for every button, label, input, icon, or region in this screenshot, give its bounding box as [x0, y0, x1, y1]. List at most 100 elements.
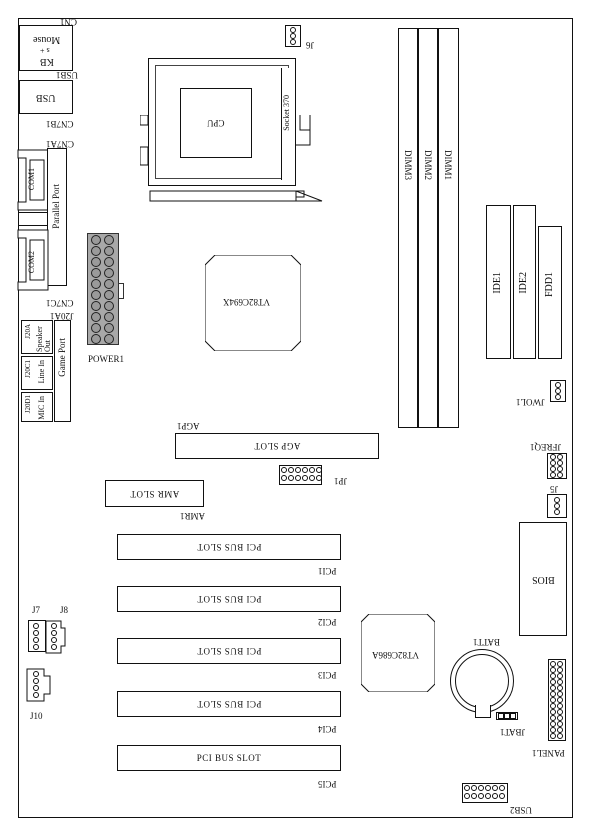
power1-pin: [91, 257, 101, 267]
jp1-pin: [295, 467, 301, 473]
j10-pin: [33, 671, 39, 677]
jbat1-jumper: [496, 712, 518, 720]
j8-label: J8: [60, 605, 69, 615]
panel1-pin: [550, 697, 556, 703]
socket-lever: [140, 115, 323, 202]
cn7c1-label: CN7C1: [46, 298, 74, 308]
j20a1-label: J20A1: [50, 311, 74, 321]
power1-pin: [91, 235, 101, 245]
dimm3-label: DIMM3: [403, 150, 413, 181]
pci5-label: PCI5: [318, 779, 337, 789]
pci4-label: PCI4: [318, 724, 337, 734]
jbat1-pin: [510, 713, 516, 719]
j6-pin: [290, 27, 296, 33]
power1-pin: [104, 301, 114, 311]
usb2-pin: [499, 785, 505, 791]
pci1-slot: PCI BUS SLOT: [117, 534, 341, 560]
agp1-label: AGP1: [177, 421, 200, 431]
power1-pin: [91, 301, 101, 311]
kb-label: KB: [40, 56, 54, 67]
panel1-pin: [557, 661, 563, 667]
panel1-pin: [550, 667, 556, 673]
power1-pins: [87, 233, 119, 345]
usb2-pin: [471, 793, 477, 799]
jp1-pin: [302, 475, 308, 481]
jp1-pin: [302, 467, 308, 473]
jfreq1-label: JFREQ1: [530, 442, 562, 452]
panel1-pin: [550, 727, 556, 733]
speaker-top-label: J20A: [24, 324, 32, 339]
usb2-pin: [464, 785, 470, 791]
usb2-pin: [492, 793, 498, 799]
j6-label: J6: [306, 40, 315, 50]
usb-label: USB: [36, 91, 56, 103]
com2-label: COM2: [27, 251, 36, 274]
j5-pin: [554, 509, 560, 515]
com2-connector: [17, 229, 49, 291]
panel1-pin: [557, 733, 563, 739]
usb2-pin: [492, 785, 498, 791]
jp1-pins: [279, 465, 322, 485]
dimm2-slot: [418, 28, 438, 428]
jfreq1-pin: [550, 472, 556, 478]
panel1-pin: [557, 709, 563, 715]
power1-pin: [91, 268, 101, 278]
jp1-pin: [288, 467, 294, 473]
game-port-label: Game Port: [57, 338, 67, 377]
usb2-pin: [485, 785, 491, 791]
jp1-pin: [309, 475, 315, 481]
panel1-pin: [557, 727, 563, 733]
parallel-port: [47, 148, 67, 286]
battery-clip: [475, 705, 491, 718]
usb2-pin: [478, 785, 484, 791]
jfreq1-pin: [557, 472, 563, 478]
parallel-divider: [18, 212, 48, 226]
jfreq1-pins: [547, 453, 567, 479]
pci2-slot: PCI BUS SLOT: [117, 586, 341, 612]
cn7b1-label: CN7B1: [46, 119, 74, 129]
panel1-pin: [557, 667, 563, 673]
cn1-label: CN1: [60, 17, 78, 27]
jp1-pin: [309, 467, 315, 473]
pci1-slot-label: PCI BUS SLOT: [196, 542, 262, 552]
j8-pin: [51, 623, 57, 629]
power1-pin: [104, 268, 114, 278]
ide2-label: IDE2: [518, 272, 529, 294]
panel1-pin: [557, 703, 563, 709]
panel1-pin: [557, 679, 563, 685]
usb2-pin: [478, 793, 484, 799]
j6-pin: [290, 39, 296, 45]
jfreq1-pin: [550, 460, 556, 466]
panel1-pin: [550, 679, 556, 685]
jwol1-pin: [555, 394, 561, 400]
amr-slot: AMR SLOT: [105, 480, 204, 507]
panel1-pin: [557, 691, 563, 697]
j10-pin: [33, 678, 39, 684]
jbat1-label: JBAT1: [500, 727, 526, 737]
pci3-slot-label: PCI BUS SLOT: [196, 646, 262, 656]
pci5-slot-label: PCI BUS SLOT: [196, 753, 262, 763]
jwol1-pin: [555, 382, 561, 388]
jfreq1-pin: [557, 460, 563, 466]
mic-in-jack: [21, 392, 53, 422]
usb1-connector: USB: [19, 80, 73, 114]
vt82c686a-label: VT82C686A: [372, 650, 419, 660]
vt82c686a-chip: [361, 614, 435, 692]
power1-pin: [104, 279, 114, 289]
j10-connector: [26, 668, 51, 702]
pci2-label: PCI2: [318, 617, 337, 627]
power1-pin: [104, 246, 114, 256]
power1-pin: [91, 323, 101, 333]
usb1-label: USB1: [56, 70, 79, 80]
speaker-out-label: Speaker Out: [35, 326, 52, 352]
parallel-port-label: Parallel Port: [51, 184, 61, 229]
usb2-pin: [471, 785, 477, 791]
jfreq1-pin: [550, 466, 556, 472]
power1-pin: [91, 279, 101, 289]
pci4-slot: PCI BUS SLOT: [117, 691, 341, 717]
com1-label: COM1: [27, 168, 36, 191]
j5-label: J5: [550, 484, 559, 494]
batt1-label: BATT1: [473, 637, 500, 647]
power1-label: POWER1: [88, 354, 124, 364]
kb-mouse-connector: [19, 25, 73, 71]
